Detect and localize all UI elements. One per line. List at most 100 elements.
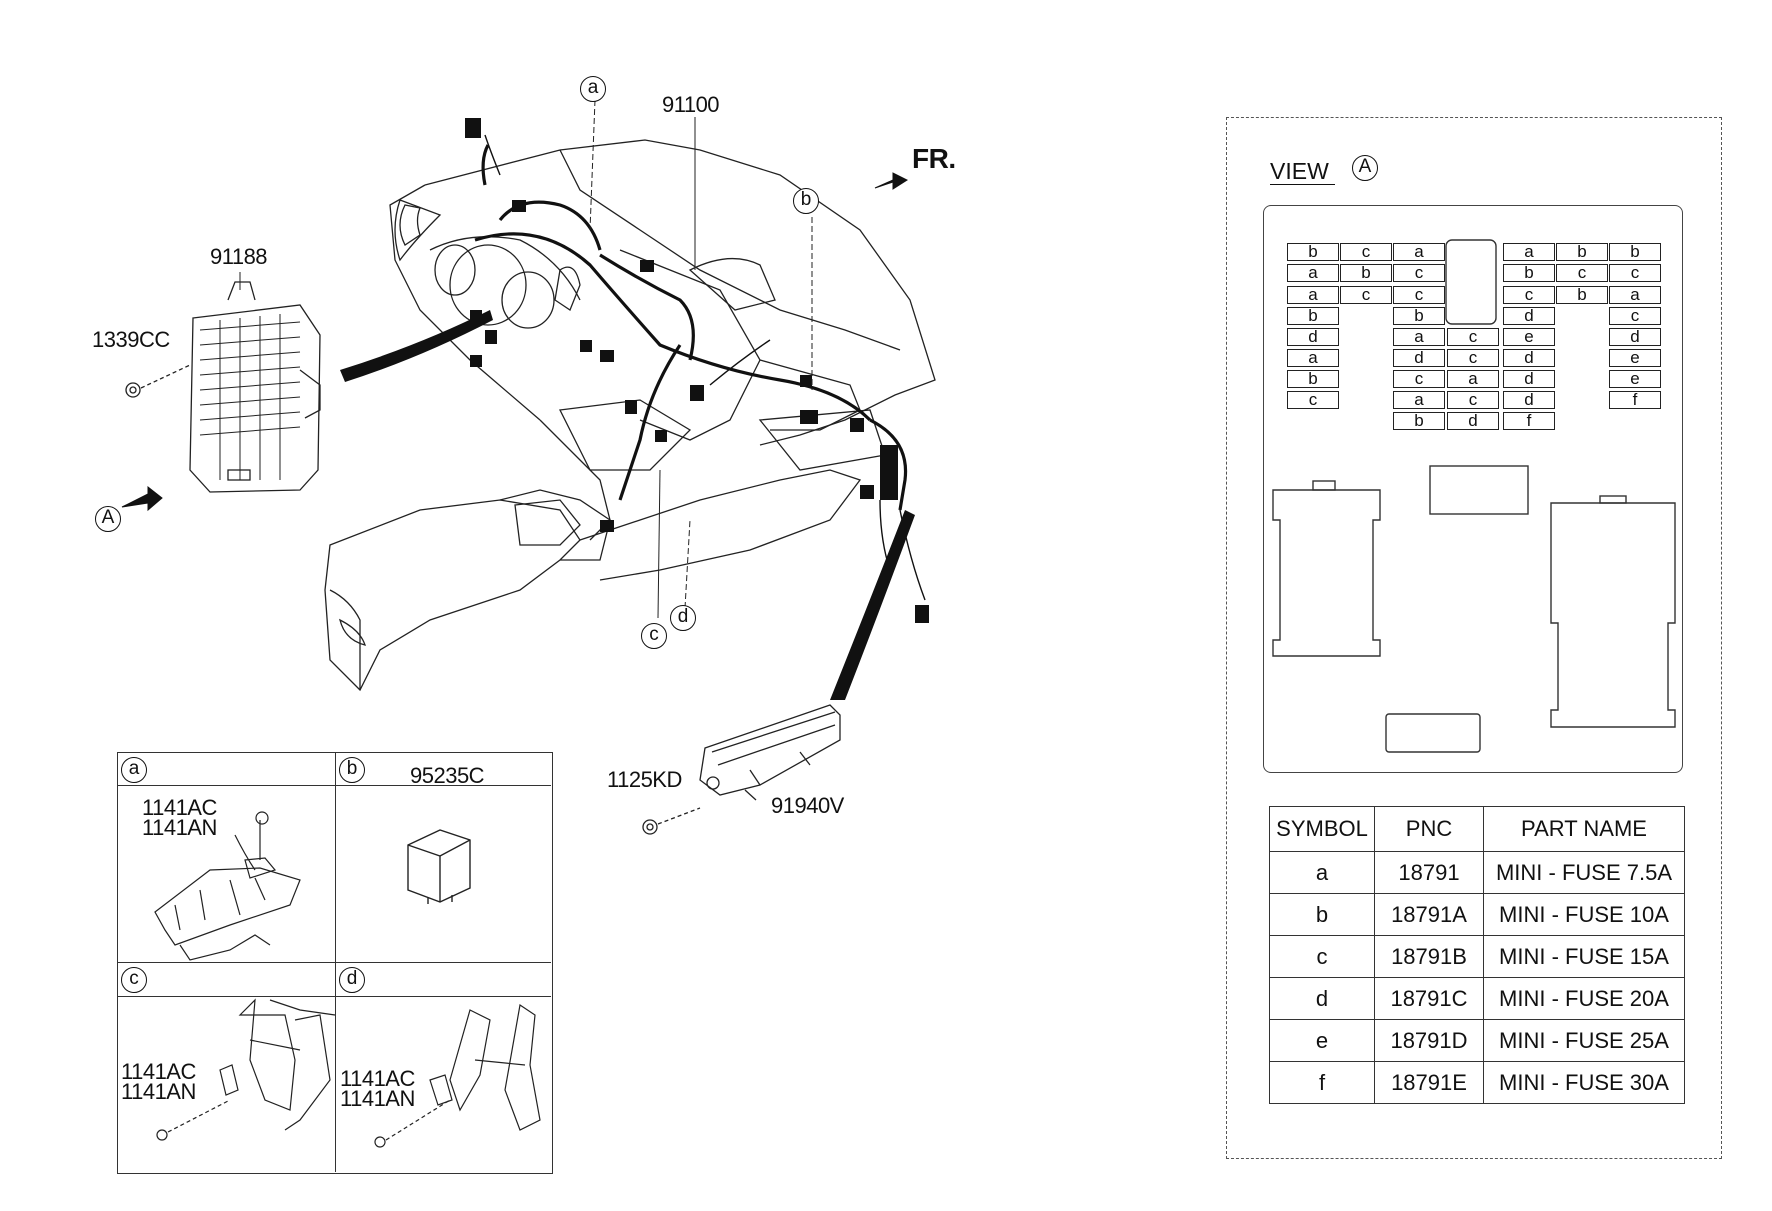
fuse-slot: b [1609, 243, 1661, 261]
fuse-slot: a [1447, 370, 1499, 388]
fuse-slot: a [1287, 349, 1339, 367]
legend-pnc: 18791B [1374, 935, 1484, 978]
view-a-title: VIEW [1270, 158, 1335, 185]
fuse-slot: f [1609, 391, 1661, 409]
callout-b: b [793, 188, 819, 214]
fuse-slot: b [1287, 307, 1339, 325]
detail-d-tag: d [339, 967, 365, 993]
detail-d-part-1: 1141AC [340, 1066, 415, 1091]
bolt-1339cc-label: 1339CC [92, 327, 170, 352]
legend-pnc: 18791A [1374, 893, 1484, 936]
detail-a-part-2: 1141AN [142, 815, 217, 840]
legend-part-name: MINI - FUSE 30A [1483, 1061, 1685, 1104]
view-a-marker: A [1352, 155, 1378, 181]
fuse-slot: d [1447, 412, 1499, 430]
module-part-number: 91940V [771, 793, 844, 818]
bolt-1125kd-label: 1125KD [607, 767, 682, 792]
legend-header-symbol: SYMBOL [1269, 806, 1375, 852]
detail-c-part-1: 1141AC [121, 1059, 196, 1084]
fuse-legend-table: SYMBOL PNC PART NAME a 18791 MINI - FUSE… [1269, 806, 1685, 1104]
fuse-slot: b [1287, 370, 1339, 388]
fuse-slot: d [1609, 328, 1661, 346]
view-a-callout: A [95, 506, 121, 532]
legend-header-pnc: PNC [1374, 806, 1484, 852]
fuse-slot: d [1503, 370, 1555, 388]
view-a-panel [1226, 117, 1722, 1159]
fuse-slot: b [1287, 243, 1339, 261]
junction-box-part-number: 91188 [210, 244, 268, 269]
junction-box-drawing [189, 281, 321, 493]
fuse-slot: c [1447, 391, 1499, 409]
fuse-slot: b [1340, 264, 1392, 282]
detail-a-tag: a [121, 757, 147, 783]
front-direction-label: FR. [912, 143, 956, 174]
legend-pnc: 18791E [1374, 1061, 1484, 1104]
fuse-slot: c [1556, 264, 1608, 282]
table-row: b 18791A MINI - FUSE 10A [1269, 893, 1685, 936]
fuse-slot: a [1609, 286, 1661, 304]
legend-part-name: MINI - FUSE 25A [1483, 1019, 1685, 1062]
table-row: a 18791 MINI - FUSE 7.5A [1269, 851, 1685, 894]
table-row: e 18791D MINI - FUSE 25A [1269, 1019, 1685, 1062]
legend-symbol: f [1269, 1061, 1375, 1104]
table-row: f 18791E MINI - FUSE 30A [1269, 1061, 1685, 1104]
legend-header-part-name: PART NAME [1483, 806, 1685, 852]
legend-symbol: b [1269, 893, 1375, 936]
fuse-slot: e [1503, 328, 1555, 346]
fuse-slot: a [1393, 243, 1445, 261]
fuse-slot: c [1340, 286, 1392, 304]
detail-b-part: 95235C [410, 763, 485, 788]
legend-part-name: MINI - FUSE 10A [1483, 893, 1685, 936]
legend-symbol: c [1269, 935, 1375, 978]
legend-symbol: d [1269, 977, 1375, 1020]
fuse-slot: c [1393, 370, 1445, 388]
legend-pnc: 18791C [1374, 977, 1484, 1020]
fuse-slot: d [1503, 391, 1555, 409]
fuse-slot: e [1609, 370, 1661, 388]
fuse-slot: a [1393, 391, 1445, 409]
legend-part-name: MINI - FUSE 7.5A [1483, 851, 1685, 894]
fuse-slot: f [1503, 412, 1555, 430]
fuse-slot: c [1609, 307, 1661, 325]
fuse-slot: c [1287, 391, 1339, 409]
grid-divider [117, 996, 551, 997]
detail-a-part-1: 1141AC [142, 795, 217, 820]
table-row: c 18791B MINI - FUSE 15A [1269, 935, 1685, 978]
fuse-slot: d [1393, 349, 1445, 367]
fuse-slot: b [1393, 307, 1445, 325]
fuse-slot: d [1503, 307, 1555, 325]
grid-divider [117, 785, 551, 786]
detail-b-tag: b [339, 757, 365, 783]
grid-divider [117, 962, 551, 963]
fuse-slot: c [1447, 328, 1499, 346]
legend-pnc: 18791 [1374, 851, 1484, 894]
fuse-slot: c [1340, 243, 1392, 261]
callout-a: a [580, 76, 606, 102]
fuse-slot: b [1393, 412, 1445, 430]
legend-part-name: MINI - FUSE 20A [1483, 977, 1685, 1020]
fuse-slot: a [1287, 264, 1339, 282]
legend-part-name: MINI - FUSE 15A [1483, 935, 1685, 978]
callout-c: c [641, 623, 667, 649]
fuse-slot: c [1447, 349, 1499, 367]
detail-d-part-2: 1141AN [340, 1086, 415, 1111]
callout-d: d [670, 605, 696, 631]
fuse-slot: c [1393, 264, 1445, 282]
harness-part-number: 91100 [662, 92, 720, 117]
legend-pnc: 18791D [1374, 1019, 1484, 1062]
fuse-slot: e [1609, 349, 1661, 367]
fuse-slot: b [1556, 286, 1608, 304]
view-title-text: VIEW [1270, 158, 1329, 184]
legend-symbol: a [1269, 851, 1375, 894]
fuse-slot: b [1556, 243, 1608, 261]
fuse-slot: c [1503, 286, 1555, 304]
fuse-box-outline [1263, 205, 1683, 773]
legend-header-row: SYMBOL PNC PART NAME [1269, 806, 1685, 852]
fuse-slot: d [1503, 349, 1555, 367]
fuse-slot: c [1609, 264, 1661, 282]
legend-symbol: e [1269, 1019, 1375, 1062]
fuse-slot: c [1393, 286, 1445, 304]
detail-c-tag: c [121, 967, 147, 993]
table-row: d 18791C MINI - FUSE 20A [1269, 977, 1685, 1020]
